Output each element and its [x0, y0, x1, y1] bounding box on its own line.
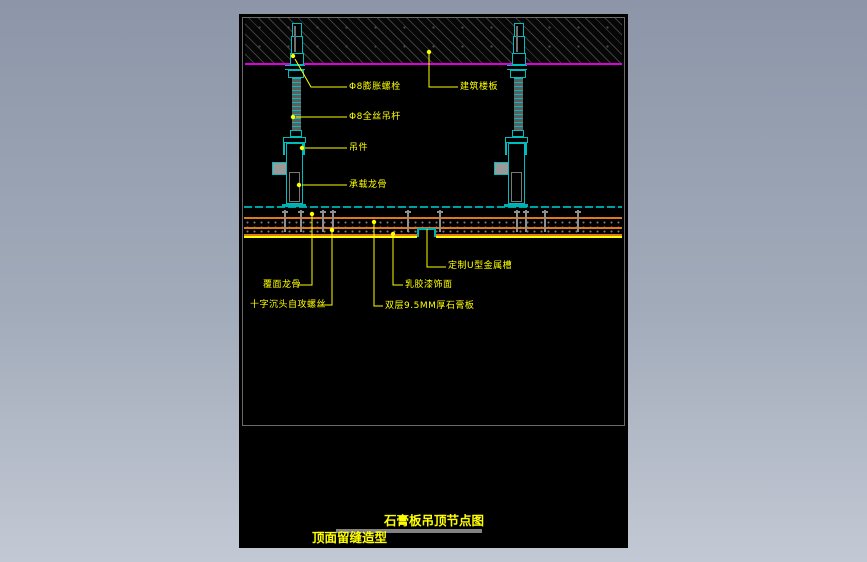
- expansion-bolt-core: [516, 26, 518, 52]
- label-paint-finish: 乳胶漆饰面: [405, 280, 453, 290]
- label-u-channel: 定制U型金属槽: [448, 261, 513, 271]
- label-double-board: 双层9.5MM厚石膏板: [385, 301, 475, 311]
- screw-mark: [298, 210, 304, 232]
- screw-mark: [514, 210, 520, 232]
- washer: [285, 65, 305, 70]
- adjust-nut: [290, 130, 302, 137]
- label-furring-keel: 覆面龙骨: [263, 280, 302, 290]
- screw-mark: [405, 210, 411, 232]
- concrete-slab-hatch: [245, 18, 622, 63]
- label-hanger-rod: Φ8全丝吊杆: [349, 112, 401, 122]
- viewport-frame: [242, 17, 625, 426]
- label-carrier-keel: 承载龙骨: [349, 180, 388, 190]
- drawing-title: 石膏板吊顶节点图: [384, 513, 485, 528]
- label-hanger: 吊件: [349, 143, 369, 153]
- screw-mark: [330, 210, 336, 232]
- hanger-bracket: [505, 137, 528, 143]
- hanger-assembly-right: [494, 20, 528, 210]
- keel-clip: [494, 162, 508, 175]
- board-top-edge: [244, 217, 622, 219]
- carrier-keel-section: [508, 143, 525, 204]
- hanger-arm-right: [303, 137, 305, 155]
- hanger-arm-left: [283, 137, 285, 155]
- expansion-bolt-sleeve: [512, 53, 526, 65]
- threaded-hanger-rod: [292, 78, 301, 135]
- adjust-nut: [512, 130, 524, 137]
- screw-mark: [282, 210, 288, 232]
- label-expansion-bolt: Φ8膨胀螺栓: [349, 82, 401, 92]
- leader-lines: [290, 49, 458, 307]
- board-layer1-hatch: [244, 220, 622, 227]
- board-bottom-edge-left: [244, 233, 417, 236]
- keel-bottom-flange: [282, 204, 306, 207]
- keel-bottom-flange: [504, 204, 528, 207]
- hanger-arm-left: [505, 137, 507, 155]
- hanger-arm-right: [525, 137, 527, 155]
- furring-keel-line: [244, 206, 622, 208]
- label-building-slab: 建筑楼板: [460, 82, 499, 92]
- carrier-keel-section: [286, 143, 303, 204]
- washer: [507, 65, 527, 70]
- title-underline-bar: [336, 529, 482, 533]
- drawing-subtitle: 顶面留缝造型: [312, 530, 388, 545]
- slab-bottom-line: [245, 63, 622, 65]
- label-self-tapping-screw: 十字沉头自攻螺丝: [250, 300, 327, 310]
- expansion-bolt-core: [294, 26, 296, 52]
- paint-finish-line-left: [244, 236, 417, 238]
- screw-mark: [437, 210, 443, 232]
- hanger-assembly-left: [272, 20, 306, 210]
- cad-drawing-canvas: Φ8膨胀螺栓 建筑楼板 Φ8全丝吊杆 吊件 承载龙骨 覆面龙骨 十字沉头自攻螺丝…: [239, 14, 628, 548]
- threaded-hanger-rod: [514, 78, 523, 135]
- keel-clip: [272, 162, 286, 175]
- hanger-bracket: [283, 137, 306, 143]
- hex-nut: [510, 70, 526, 78]
- screw-mark: [320, 210, 326, 232]
- screw-mark: [575, 210, 581, 232]
- carrier-keel-web: [511, 172, 522, 202]
- screw-mark: [542, 210, 548, 232]
- screw-mark: [523, 210, 529, 232]
- paint-finish-line-right: [436, 236, 622, 238]
- board-bottom-edge-right: [436, 233, 622, 236]
